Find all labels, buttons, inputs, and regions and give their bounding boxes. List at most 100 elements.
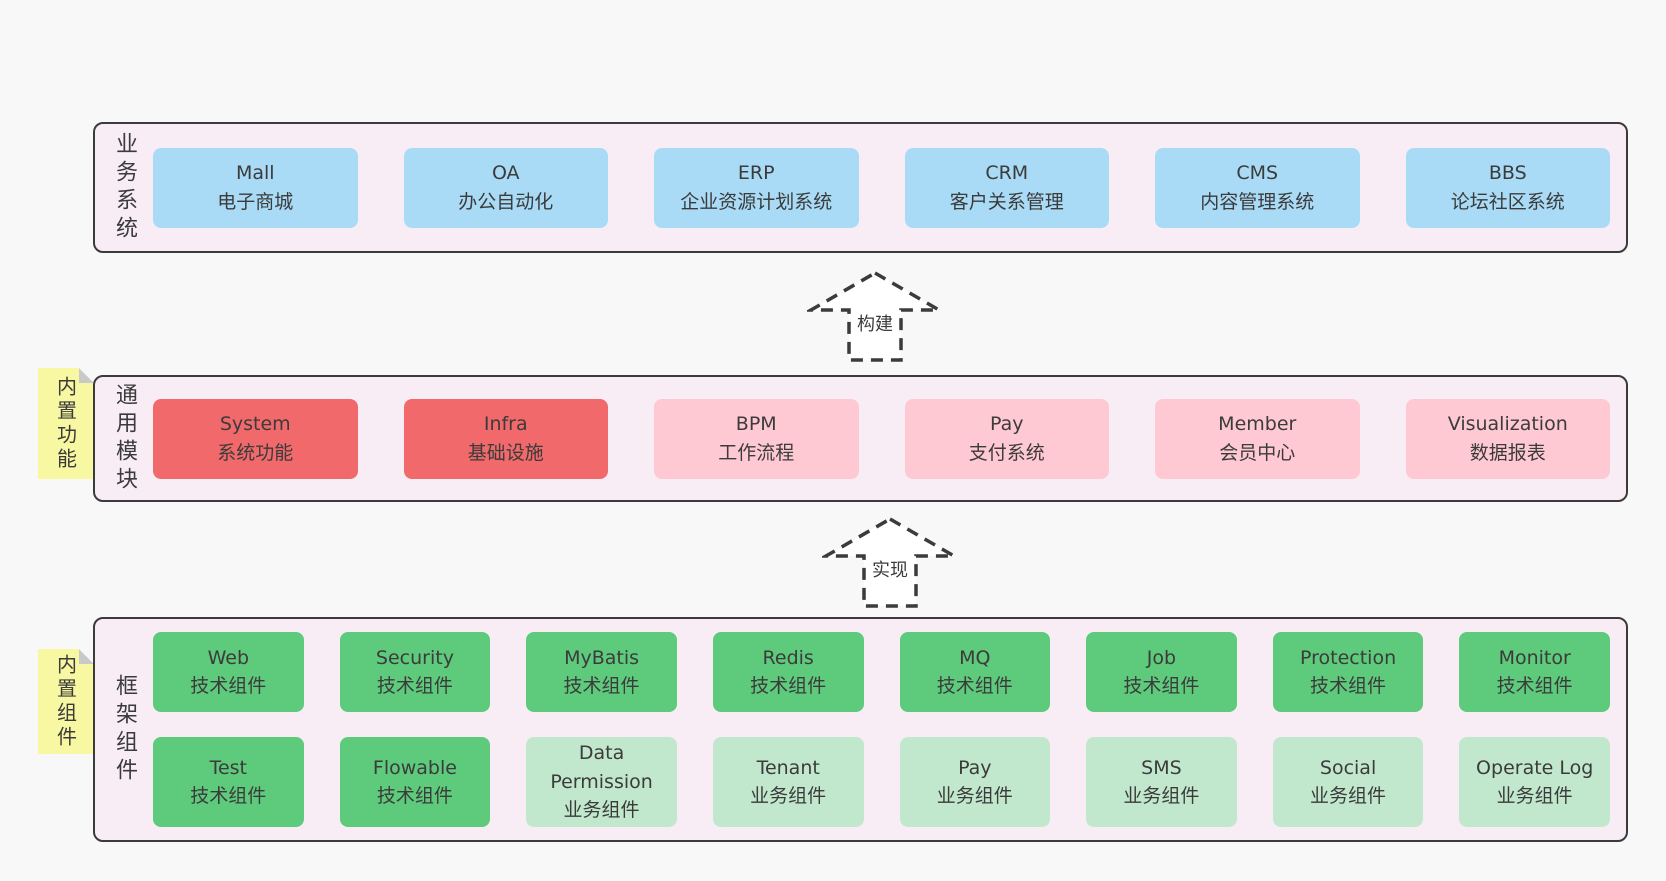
box-subtitle: 技术组件 (190, 675, 267, 698)
arrow-build: 构建 (807, 268, 943, 363)
sticky-fold-corner (79, 368, 94, 383)
box-title: MQ (959, 646, 991, 669)
box-title: Infra (483, 413, 528, 435)
box-bbs: BBS 论坛社区系统 (1405, 147, 1610, 228)
box-mq: MQ 技术组件 (899, 632, 1051, 713)
box-subtitle: 业务组件 (750, 785, 827, 807)
box-subtitle: 技术组件 (1496, 675, 1573, 698)
box-title: BBS (1488, 162, 1527, 184)
box-tenant: Tenant 业务组件 (712, 737, 864, 827)
box-redis: Redis 技术组件 (712, 632, 864, 713)
box-title: Pay (958, 756, 992, 779)
box-title: CRM (985, 162, 1029, 184)
box-mybatis: MyBatis 技术组件 (526, 632, 677, 713)
box-subtitle: 企业资源计划系统 (680, 190, 833, 213)
box-infra: Infra 基础设施 (403, 398, 608, 479)
box-title: Mall (235, 162, 275, 184)
box-title: SMS (1141, 756, 1182, 779)
module-boxes-row: System 系统功能 Infra 基础设施 BPM 工作流程 Pay 支付系统… (153, 377, 1626, 500)
box-subtitle: 业务组件 (1123, 785, 1200, 807)
business-boxes-row: Mall 电子商城 OA 办公自动化 ERP 企业资源计划系统 CRM 客户关系… (153, 124, 1626, 251)
box-member: Member 会员中心 (1155, 398, 1360, 479)
box-visualization: Visualization 数据报表 (1405, 398, 1610, 479)
box-title: Web (207, 646, 250, 669)
layer-business-systems: 业务系统 Mall 电子商城 OA 办公自动化 ERP 企业资源计划系统 CRM… (93, 122, 1628, 253)
box-title: Social (1319, 756, 1377, 779)
sticky-note-label: 内置功能 (53, 375, 78, 472)
box-title: Tenant (756, 756, 820, 779)
box-title: Pay (990, 413, 1024, 435)
box-bpm: BPM 工作流程 (654, 398, 859, 479)
box-subtitle: 内容管理系统 (1200, 190, 1315, 213)
box-title: Redis (762, 646, 814, 669)
box-subtitle: 业务组件 (936, 785, 1013, 807)
box-title: OA (491, 162, 520, 184)
box-subtitle: 技术组件 (1310, 675, 1387, 698)
box-crm: CRM 客户关系管理 (904, 147, 1109, 228)
box-subtitle: 技术组件 (376, 675, 453, 698)
box-title: System (219, 413, 291, 435)
box-subtitle: 客户关系管理 (949, 190, 1064, 213)
box-erp: ERP 企业资源计划系统 (654, 147, 859, 228)
box-sms: SMS 业务组件 (1086, 737, 1237, 827)
layer-framework-components: 框架组件 Web 技术组件 Security 技术组件 MyBatis 技术组件… (93, 617, 1628, 842)
box-title: MyBatis (564, 646, 640, 669)
box-subtitle: 电子商城 (217, 190, 294, 213)
box-title: Member (1218, 413, 1297, 435)
box-social: Social 业务组件 (1272, 737, 1424, 827)
box-subtitle: 论坛社区系统 (1450, 190, 1565, 213)
box-title: Visualization (1447, 413, 1568, 435)
box-subtitle: 技术组件 (190, 785, 267, 807)
box-subtitle: 技术组件 (376, 785, 453, 807)
box-title: CMS (1236, 162, 1279, 184)
box-subtitle: 支付系统 (968, 441, 1045, 464)
box-system: System 系统功能 (153, 398, 358, 479)
box-operate-log: Operate Log 业务组件 (1459, 737, 1610, 827)
box-title: Security (375, 646, 454, 669)
sticky-note-built-in-features: 内置功能 (38, 368, 94, 479)
arrow-label: 实现 (869, 556, 911, 582)
sticky-note-built-in-components: 内置组件 (38, 649, 94, 754)
box-subtitle: 业务组件 (563, 799, 640, 822)
box-web: Web 技术组件 (153, 632, 304, 713)
box-subtitle: 办公自动化 (458, 190, 554, 213)
box-security: Security 技术组件 (339, 632, 491, 713)
box-subtitle: 业务组件 (1310, 785, 1387, 807)
layer-title: 通用模块 (112, 382, 137, 495)
layer-common-modules: 通用模块 System 系统功能 Infra 基础设施 BPM 工作流程 Pay… (93, 375, 1628, 502)
box-oa: OA 办公自动化 (403, 147, 608, 228)
box-monitor: Monitor 技术组件 (1459, 632, 1610, 713)
layer-title: 框架组件 (112, 673, 137, 786)
box-title: Protection (1300, 646, 1397, 669)
box-subtitle: 数据报表 (1469, 441, 1546, 464)
box-subtitle: 业务组件 (1496, 785, 1573, 807)
layer-title: 业务系统 (112, 131, 137, 244)
box-job: Job 技术组件 (1086, 632, 1237, 713)
box-subtitle: 技术组件 (936, 675, 1013, 698)
component-boxes-grid: Web 技术组件 Security 技术组件 MyBatis 技术组件 Redi… (153, 619, 1626, 840)
box-subtitle: 会员中心 (1219, 441, 1296, 464)
box-subtitle: 系统功能 (217, 441, 294, 464)
box-data-permission: Data Permission 业务组件 (526, 737, 677, 827)
box-flowable: Flowable 技术组件 (339, 737, 491, 827)
box-test: Test 技术组件 (153, 737, 304, 827)
sticky-note-label: 内置组件 (53, 653, 78, 750)
sticky-fold-corner (79, 649, 94, 664)
box-mall: Mall 电子商城 (153, 147, 358, 228)
box-protection: Protection 技术组件 (1272, 632, 1424, 713)
box-subtitle: 技术组件 (1123, 675, 1200, 698)
box-title: Test (209, 756, 248, 779)
box-title: BPM (735, 413, 777, 435)
box-subtitle: 技术组件 (563, 675, 640, 698)
box-subtitle: 基础设施 (467, 441, 544, 464)
box-title: Operate Log (1476, 756, 1594, 779)
box-cms: CMS 内容管理系统 (1155, 147, 1360, 228)
box-pay-component: Pay 业务组件 (899, 737, 1051, 827)
box-title: Flowable (372, 756, 457, 779)
box-pay-module: Pay 支付系统 (904, 398, 1109, 479)
box-subtitle: 技术组件 (750, 675, 827, 698)
arrow-label: 构建 (854, 310, 896, 336)
box-title: Job (1146, 646, 1177, 669)
arrow-implement: 实现 (822, 514, 958, 609)
